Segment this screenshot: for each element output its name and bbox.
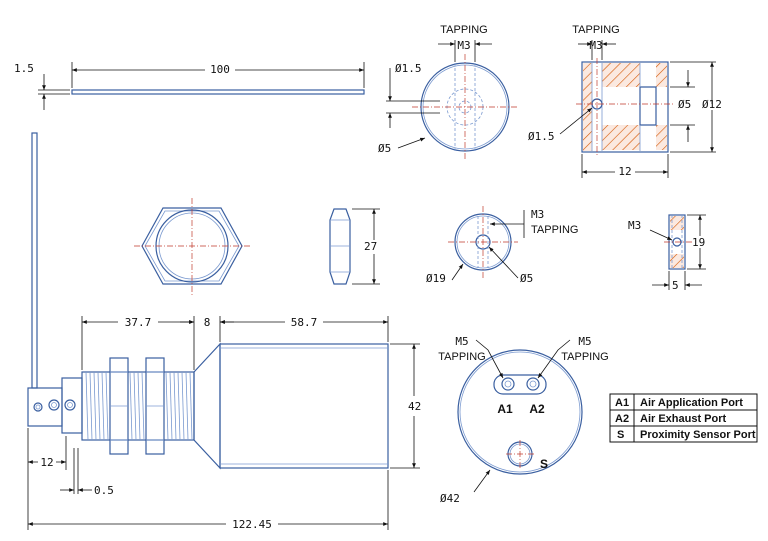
collar-thread-label: M3	[531, 208, 544, 221]
thread-line	[89, 371, 93, 441]
sect-hole-label: Ø1.5	[528, 130, 555, 143]
collar-side: M3 19 5	[628, 214, 706, 292]
collar-side-height-label: 19	[692, 236, 705, 249]
port-end-view: A1 A2 S M5 TAPPING M5 TAPPING Ø42	[438, 335, 608, 505]
thread-line	[177, 371, 181, 441]
cylinder-assembly: 37.7 8 58.7 42 12 0.5 122.45	[27, 132, 421, 531]
port-a-tapping-label: TAPPING	[438, 351, 485, 363]
end-outer-dia-label: Ø5	[378, 142, 391, 155]
end-hole-dia-label: Ø1.5	[395, 62, 422, 75]
collar-side-width-label: 5	[672, 279, 679, 292]
port-a2-hole	[526, 377, 540, 391]
collar-bore-label: Ø5	[520, 272, 533, 285]
sect-thread-label: M3	[589, 39, 602, 52]
thread-line	[93, 371, 97, 441]
collar-view: M3 TAPPING Ø19 Ø5	[426, 206, 578, 285]
thread-line	[165, 371, 169, 441]
port-slot	[493, 374, 547, 395]
port-a1-hole	[501, 377, 515, 391]
body-dia-label: 42	[408, 400, 421, 413]
end-thread-label: M3	[457, 39, 470, 52]
legend-desc-3: Proximity Sensor Port	[640, 429, 756, 441]
rod-end-block	[27, 387, 63, 427]
thread-line	[181, 371, 185, 441]
port-a2-label: A2	[529, 402, 545, 416]
port-b-tapping-label: TAPPING	[561, 351, 608, 363]
legend-code-2: A2	[615, 413, 629, 425]
section-view: TAPPING M3 Ø5 Ø12 Ø1.5 12	[528, 24, 722, 178]
thread-line	[141, 371, 145, 441]
thread-line	[105, 371, 109, 441]
thread-line	[173, 371, 177, 441]
nut-height-label: 27	[364, 240, 377, 253]
sect-bore-label: Ø5	[678, 98, 691, 111]
hex-nut-side: 27	[329, 208, 380, 285]
sect-tapping-label: TAPPING	[572, 24, 619, 36]
collar-side-thread-label: M3	[628, 219, 641, 232]
thread-line	[189, 371, 193, 441]
collar-outer-label: Ø19	[426, 272, 446, 285]
offset-label: 0.5	[94, 484, 114, 497]
port-b-thread-label: M5	[578, 335, 591, 348]
sect-length-label: 12	[618, 165, 631, 178]
port-a-thread-label: M5	[455, 335, 468, 348]
port-legend-table: A1 Air Application Port A2 Air Exhaust P…	[609, 393, 758, 443]
thread-line	[185, 371, 189, 441]
end-view-dia-label: Ø42	[440, 492, 460, 505]
thread-line	[133, 371, 137, 441]
total-len-label: 122.45	[232, 518, 272, 531]
hex-nut-view	[134, 198, 250, 296]
sect-outer-label: Ø12	[702, 98, 722, 111]
end-len-label: 12	[40, 456, 53, 469]
end-tapping-label: TAPPING	[440, 24, 487, 36]
rod-length-label: 100	[210, 63, 230, 76]
thread-line	[97, 371, 101, 441]
thread-line	[129, 371, 133, 441]
rod-shape	[71, 89, 365, 95]
rod-view: 100 1.5	[14, 62, 365, 110]
legend-desc-1: Air Application Port	[640, 397, 743, 409]
thread-line	[85, 371, 89, 441]
port-a1-label: A1	[497, 402, 513, 416]
collar-tapping-label: TAPPING	[531, 224, 578, 236]
rod-thickness-label: 1.5	[14, 62, 34, 75]
cylinder-body	[219, 343, 389, 469]
end-view: TAPPING M3 Ø1.5 Ø5	[378, 24, 518, 160]
legend-desc-2: Air Exhaust Port	[640, 413, 727, 425]
legend-code-3: S	[617, 429, 624, 441]
gap-len-label: 8	[204, 316, 211, 329]
thread-len-label: 37.7	[125, 316, 152, 329]
thread-line	[137, 371, 141, 441]
port-s-label: S	[540, 457, 548, 471]
piston-rod	[31, 132, 38, 389]
body-len-label: 58.7	[291, 316, 318, 329]
thread-line	[169, 371, 173, 441]
legend-code-1: A1	[615, 397, 629, 409]
thread-line	[101, 371, 105, 441]
